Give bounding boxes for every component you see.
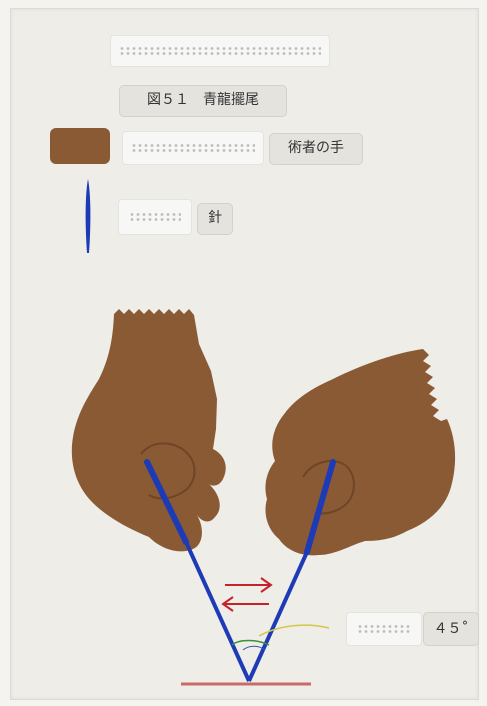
braille-dots [357, 624, 411, 634]
needle-left-shaft [186, 542, 249, 681]
angle-indicator [232, 625, 329, 650]
angle-label: ４５˚ [424, 615, 478, 643]
angle-tile: ４５˚ [423, 612, 479, 646]
figure-board: 図５１ 青龍擺尾 術者の手 針 [10, 8, 479, 700]
needle-right-shaft [249, 552, 307, 681]
right-hand-shape [265, 349, 455, 555]
braille-angle-strip [346, 612, 422, 646]
right-hand [265, 349, 455, 555]
left-hand-shape [72, 309, 226, 551]
illustration [11, 9, 478, 699]
left-hand [72, 309, 226, 551]
movement-arrows [223, 578, 271, 611]
